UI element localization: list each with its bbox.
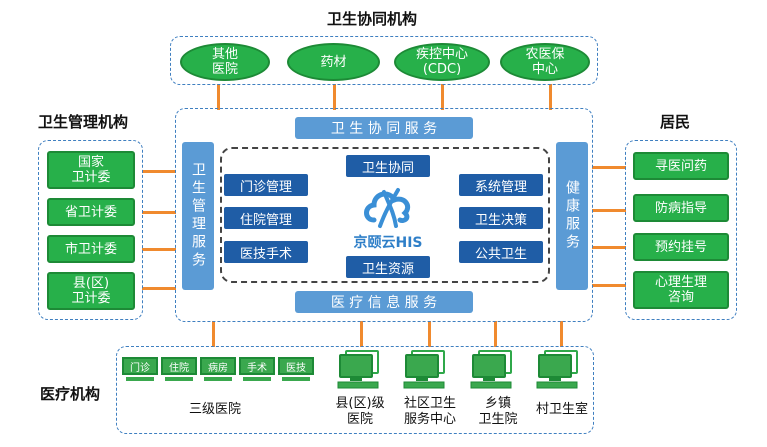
right-bar-health-service: 健康服务 [556,142,588,290]
connector [217,84,220,110]
connector [142,211,176,214]
connector [142,170,176,173]
logo-text: 京颐云HIS [353,235,423,251]
module-monitor[interactable]: 病房 [200,357,236,381]
connector [592,166,626,169]
label-tertiary: 三级医院 [188,402,241,417]
module-medtech: 医技 [278,357,314,375]
keyboard-icon [165,377,193,381]
computer-icon [470,350,512,389]
btn-medtech[interactable]: 医技手术 [224,241,308,263]
connector [549,84,552,110]
btn-public-health[interactable]: 公共卫生 [459,241,543,263]
bottom-bar-medical-info: 医 疗 信 息 服 务 [295,291,473,313]
label-village: 村卫生室 [535,402,588,417]
module-monitor[interactable]: 住院 [161,357,197,381]
connector [592,246,626,249]
resident-item-consult[interactable]: 寻医问药 [633,152,729,180]
label-county: 县(区)级 医院 [335,396,385,427]
resident-item-prevention[interactable]: 防病指导 [633,194,729,222]
label-township: 乡镇 卫生院 [478,396,518,427]
connector [592,209,626,212]
collab-org-title: 卫生协同机构 [327,10,418,28]
module-monitor[interactable]: 门诊 [122,357,158,381]
mgmt-org-group [38,140,143,320]
core-resource-label: 卫生资源 [346,256,430,278]
btn-system[interactable]: 系统管理 [459,174,543,196]
residents-title: 居民 [660,113,691,131]
core-system [220,147,550,283]
module-monitor[interactable]: 手术 [239,357,275,381]
left-bar-mgmt-service: 卫生管理服务 [182,142,214,290]
resident-item-appointment[interactable]: 预约挂号 [633,233,729,261]
connector [441,84,444,110]
connector [142,248,176,251]
keyboard-icon [204,377,232,381]
medical-org-title: 医疗机构 [40,385,101,403]
label-community: 社区卫生 服务中心 [403,396,456,427]
computer-icon [337,350,379,389]
collab-item-other-hospital[interactable]: 其他 医院 [180,43,270,81]
collab-item-cdc[interactable]: 疾控中心 (CDC) [394,43,490,81]
keyboard-icon [282,377,310,381]
keyboard-icon [126,377,154,381]
mgmt-org-title: 卫生管理机构 [38,113,129,131]
mgmt-item-national[interactable]: 国家 卫计委 [47,151,135,189]
connector [360,321,363,347]
connector [428,321,431,347]
tertiary-modules: 门诊 住院 病房 手术 医技 [122,357,314,385]
cloud-logo-icon [364,188,411,228]
connector [560,321,563,347]
mgmt-item-county[interactable]: 县(区) 卫计委 [47,272,135,310]
collab-item-medical-insurance[interactable]: 农医保 中心 [500,43,590,81]
resident-item-psych[interactable]: 心理生理 咨询 [633,271,729,309]
btn-outpatient[interactable]: 门诊管理 [224,174,308,196]
medical-org-group [116,346,594,434]
central-platform [175,108,593,322]
mgmt-item-city[interactable]: 市卫计委 [47,235,135,263]
mgmt-item-province[interactable]: 省卫计委 [47,198,135,226]
core-collab-label: 卫生协同 [346,155,430,177]
connector [333,84,336,110]
module-ward: 病房 [200,357,236,375]
module-surgery: 手术 [239,357,275,375]
connector [592,284,626,287]
collab-item-medicine[interactable]: 药材 [287,43,380,81]
btn-inpatient[interactable]: 住院管理 [224,207,308,229]
collab-org-group [170,36,598,85]
connector [494,321,497,347]
computer-icon [403,350,445,389]
connector [212,321,215,347]
connector [142,287,176,290]
residents-group [625,140,737,320]
module-inpatient: 住院 [161,357,197,375]
keyboard-icon [243,377,271,381]
top-bar-collab-service: 卫 生 协 同 服 务 [295,117,473,139]
btn-decision[interactable]: 卫生决策 [459,207,543,229]
module-outpatient: 门诊 [122,357,158,375]
module-monitor[interactable]: 医技 [278,357,314,381]
computer-icon [536,350,578,389]
